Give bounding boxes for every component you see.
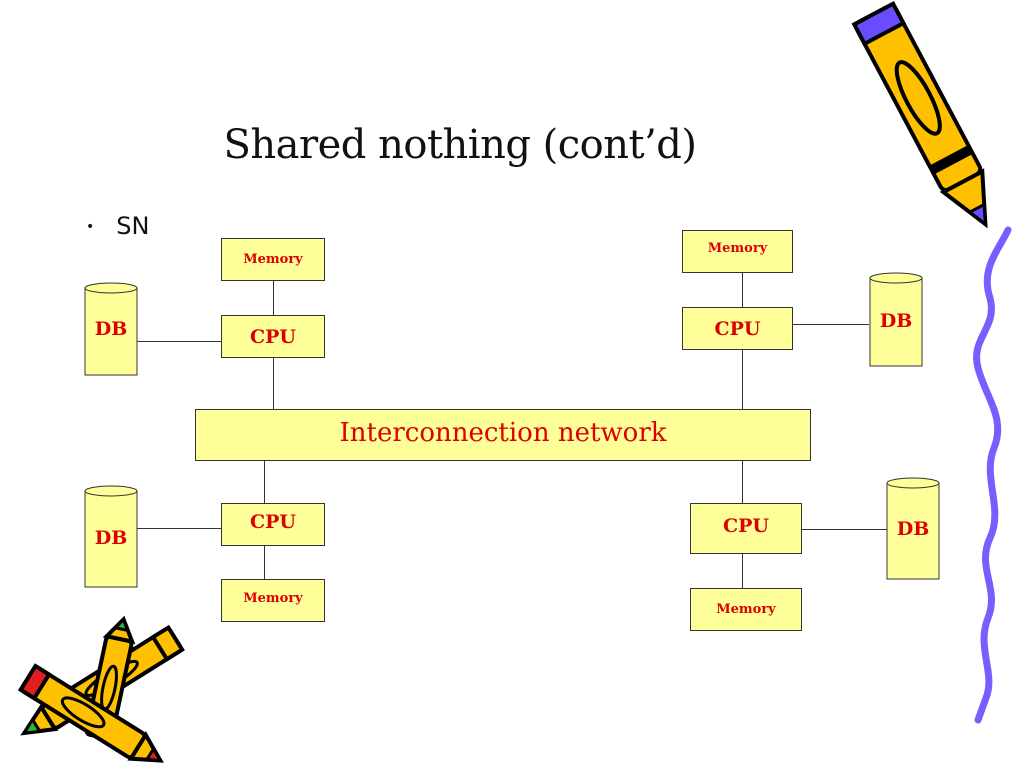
db-label-top-left: DB	[94, 318, 128, 340]
connector-line	[801, 529, 887, 530]
crayon-top-right-icon	[851, 1, 988, 229]
connector-line	[742, 554, 743, 588]
blue-squiggle-icon	[973, 226, 1012, 724]
db-cylinder-top-right	[869, 272, 923, 367]
db-label-top-right: DB	[879, 310, 913, 332]
db-cylinder-bottom-right	[886, 477, 940, 580]
connector-line	[273, 281, 274, 316]
db-cylinder-bottom-left	[84, 485, 138, 588]
memory-box-bottom-right: Memory	[690, 588, 802, 631]
connector-line	[137, 341, 222, 342]
crayon-pair-bottom-left-icon	[17, 615, 185, 763]
slide-title: Shared nothing (cont’d)	[223, 122, 697, 168]
db-label-bottom-left: DB	[94, 527, 128, 549]
db-cylinder-top-left	[84, 282, 138, 376]
connector-line	[742, 350, 743, 410]
connector-line	[742, 460, 743, 504]
cpu-box-top-right: CPU	[682, 307, 793, 350]
bullet-text: SN	[116, 212, 150, 240]
bullet-item: • SN	[86, 212, 149, 240]
memory-box-top-left: Memory	[221, 238, 325, 281]
interconnection-network-box: Interconnection network	[195, 409, 811, 461]
bullet-dot: •	[86, 219, 95, 235]
cpu-box-bottom-right: CPU	[690, 503, 802, 554]
memory-box-top-right: Memory	[682, 230, 793, 273]
connector-line	[793, 324, 869, 325]
db-label-bottom-right: DB	[896, 518, 930, 540]
connector-line	[742, 273, 743, 308]
cpu-box-bottom-left: CPU	[221, 503, 325, 546]
connector-line	[137, 528, 222, 529]
connector-line	[273, 358, 274, 410]
memory-box-bottom-left: Memory	[221, 579, 325, 622]
connector-line	[264, 546, 265, 580]
connector-line	[264, 460, 265, 504]
cpu-box-top-left: CPU	[221, 315, 325, 358]
